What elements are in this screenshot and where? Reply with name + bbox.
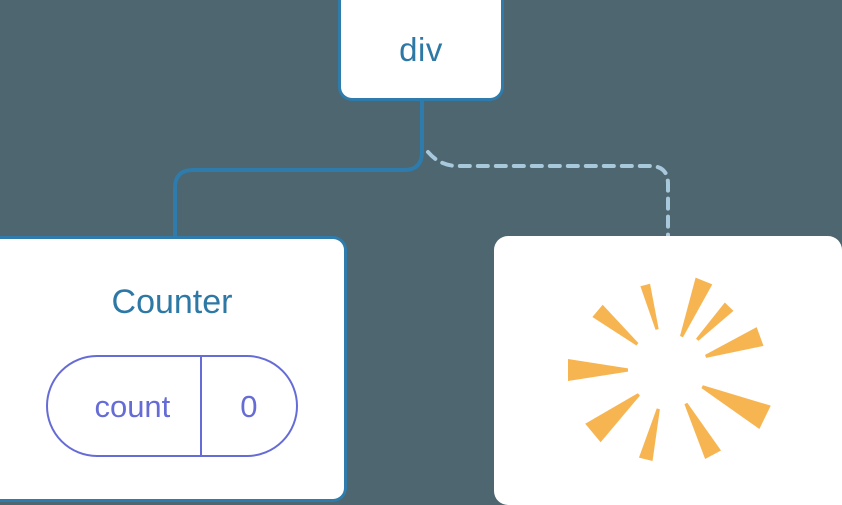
node-div-label: div [399, 30, 443, 68]
sparkle-ray-5 [638, 408, 660, 461]
sparkle-ray-9 [696, 302, 734, 341]
sparkle-ray-4 [585, 393, 640, 443]
node-counter[interactable]: Counter count 0 [0, 236, 347, 502]
edge-div-to-counter [173, 99, 424, 242]
sparkle-ray-3 [568, 359, 628, 381]
state-pill-key: count [94, 388, 171, 424]
sparkle-ray-0 [680, 277, 713, 338]
sparkle-ray-7 [701, 385, 771, 430]
sparkle-burst-icon [568, 277, 771, 461]
node-counter-label: Counter [111, 283, 233, 321]
sparkle-ray-6 [684, 402, 722, 459]
sparkle-ray-2 [592, 304, 639, 346]
sparkle-ray-1 [640, 283, 659, 330]
edge-div-to-sparkle [426, 150, 670, 242]
state-pill-value: 0 [200, 357, 295, 455]
state-pill-count[interactable]: count 0 [46, 355, 298, 457]
sparkle-ray-8 [705, 327, 764, 358]
node-div[interactable]: div [338, 0, 504, 101]
node-sparkle[interactable] [494, 236, 842, 505]
